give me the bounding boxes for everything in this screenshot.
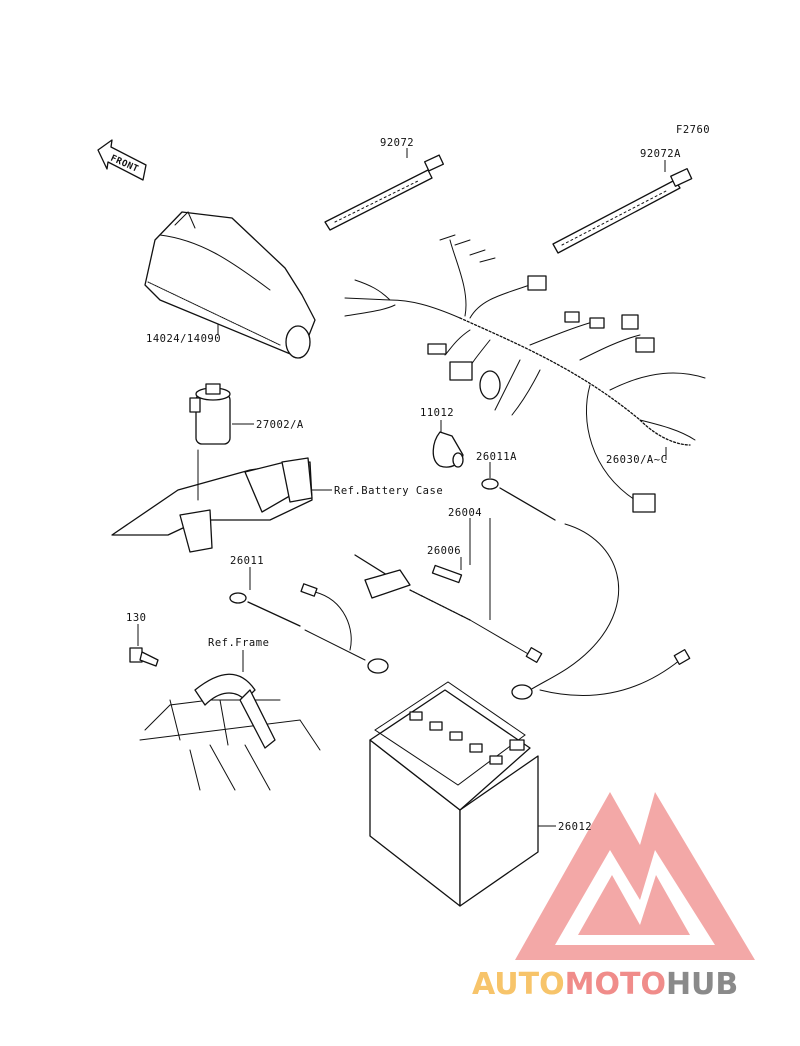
label-frame: Ref.Frame (208, 637, 269, 649)
label-26030: 26030/A~C (606, 454, 667, 466)
drawing-code: F2760 (676, 124, 710, 136)
watermark-part1: AUTO (472, 967, 565, 1002)
watermark-part2: MOTO (565, 967, 666, 1002)
fuse-26006 (431, 564, 463, 584)
front-arrow-icon: FRONT (97, 139, 147, 181)
label-92072: 92072 (380, 137, 414, 149)
battery-26012 (369, 681, 539, 907)
label-11012: 11012 (420, 407, 454, 419)
label-26006: 26006 (427, 545, 461, 557)
battery-cable-26011 (229, 583, 389, 674)
label-27002: 27002/A (256, 419, 304, 431)
cable-tie-92072a (552, 168, 693, 254)
relay-27002 (189, 383, 231, 445)
boot-11012 (432, 431, 464, 468)
fuse-holder-26004 (354, 554, 543, 663)
main-wiring-harness-26030 (344, 234, 706, 513)
watermark-text: AUTOMOTOHUB (472, 967, 738, 1002)
label-26012: 26012 (558, 821, 592, 833)
label-130: 130 (126, 612, 146, 624)
battery-cable-26011a (481, 478, 691, 700)
battery-case-bracket (111, 449, 313, 553)
label-battery-case: Ref.Battery Case (334, 485, 443, 497)
watermark-logo-icon (515, 792, 755, 960)
cable-tie-92072 (324, 154, 445, 231)
label-92072a: 92072A (640, 148, 681, 160)
watermark-part3: HUB (666, 967, 738, 1002)
harness-cover-14024 (144, 211, 316, 359)
label-14024: 14024/14090 (146, 333, 221, 345)
label-26004: 26004 (448, 507, 482, 519)
frame-section (139, 673, 321, 791)
bolt-130 (129, 647, 159, 667)
label-26011: 26011 (230, 555, 264, 567)
label-26011a: 26011A (476, 451, 517, 463)
